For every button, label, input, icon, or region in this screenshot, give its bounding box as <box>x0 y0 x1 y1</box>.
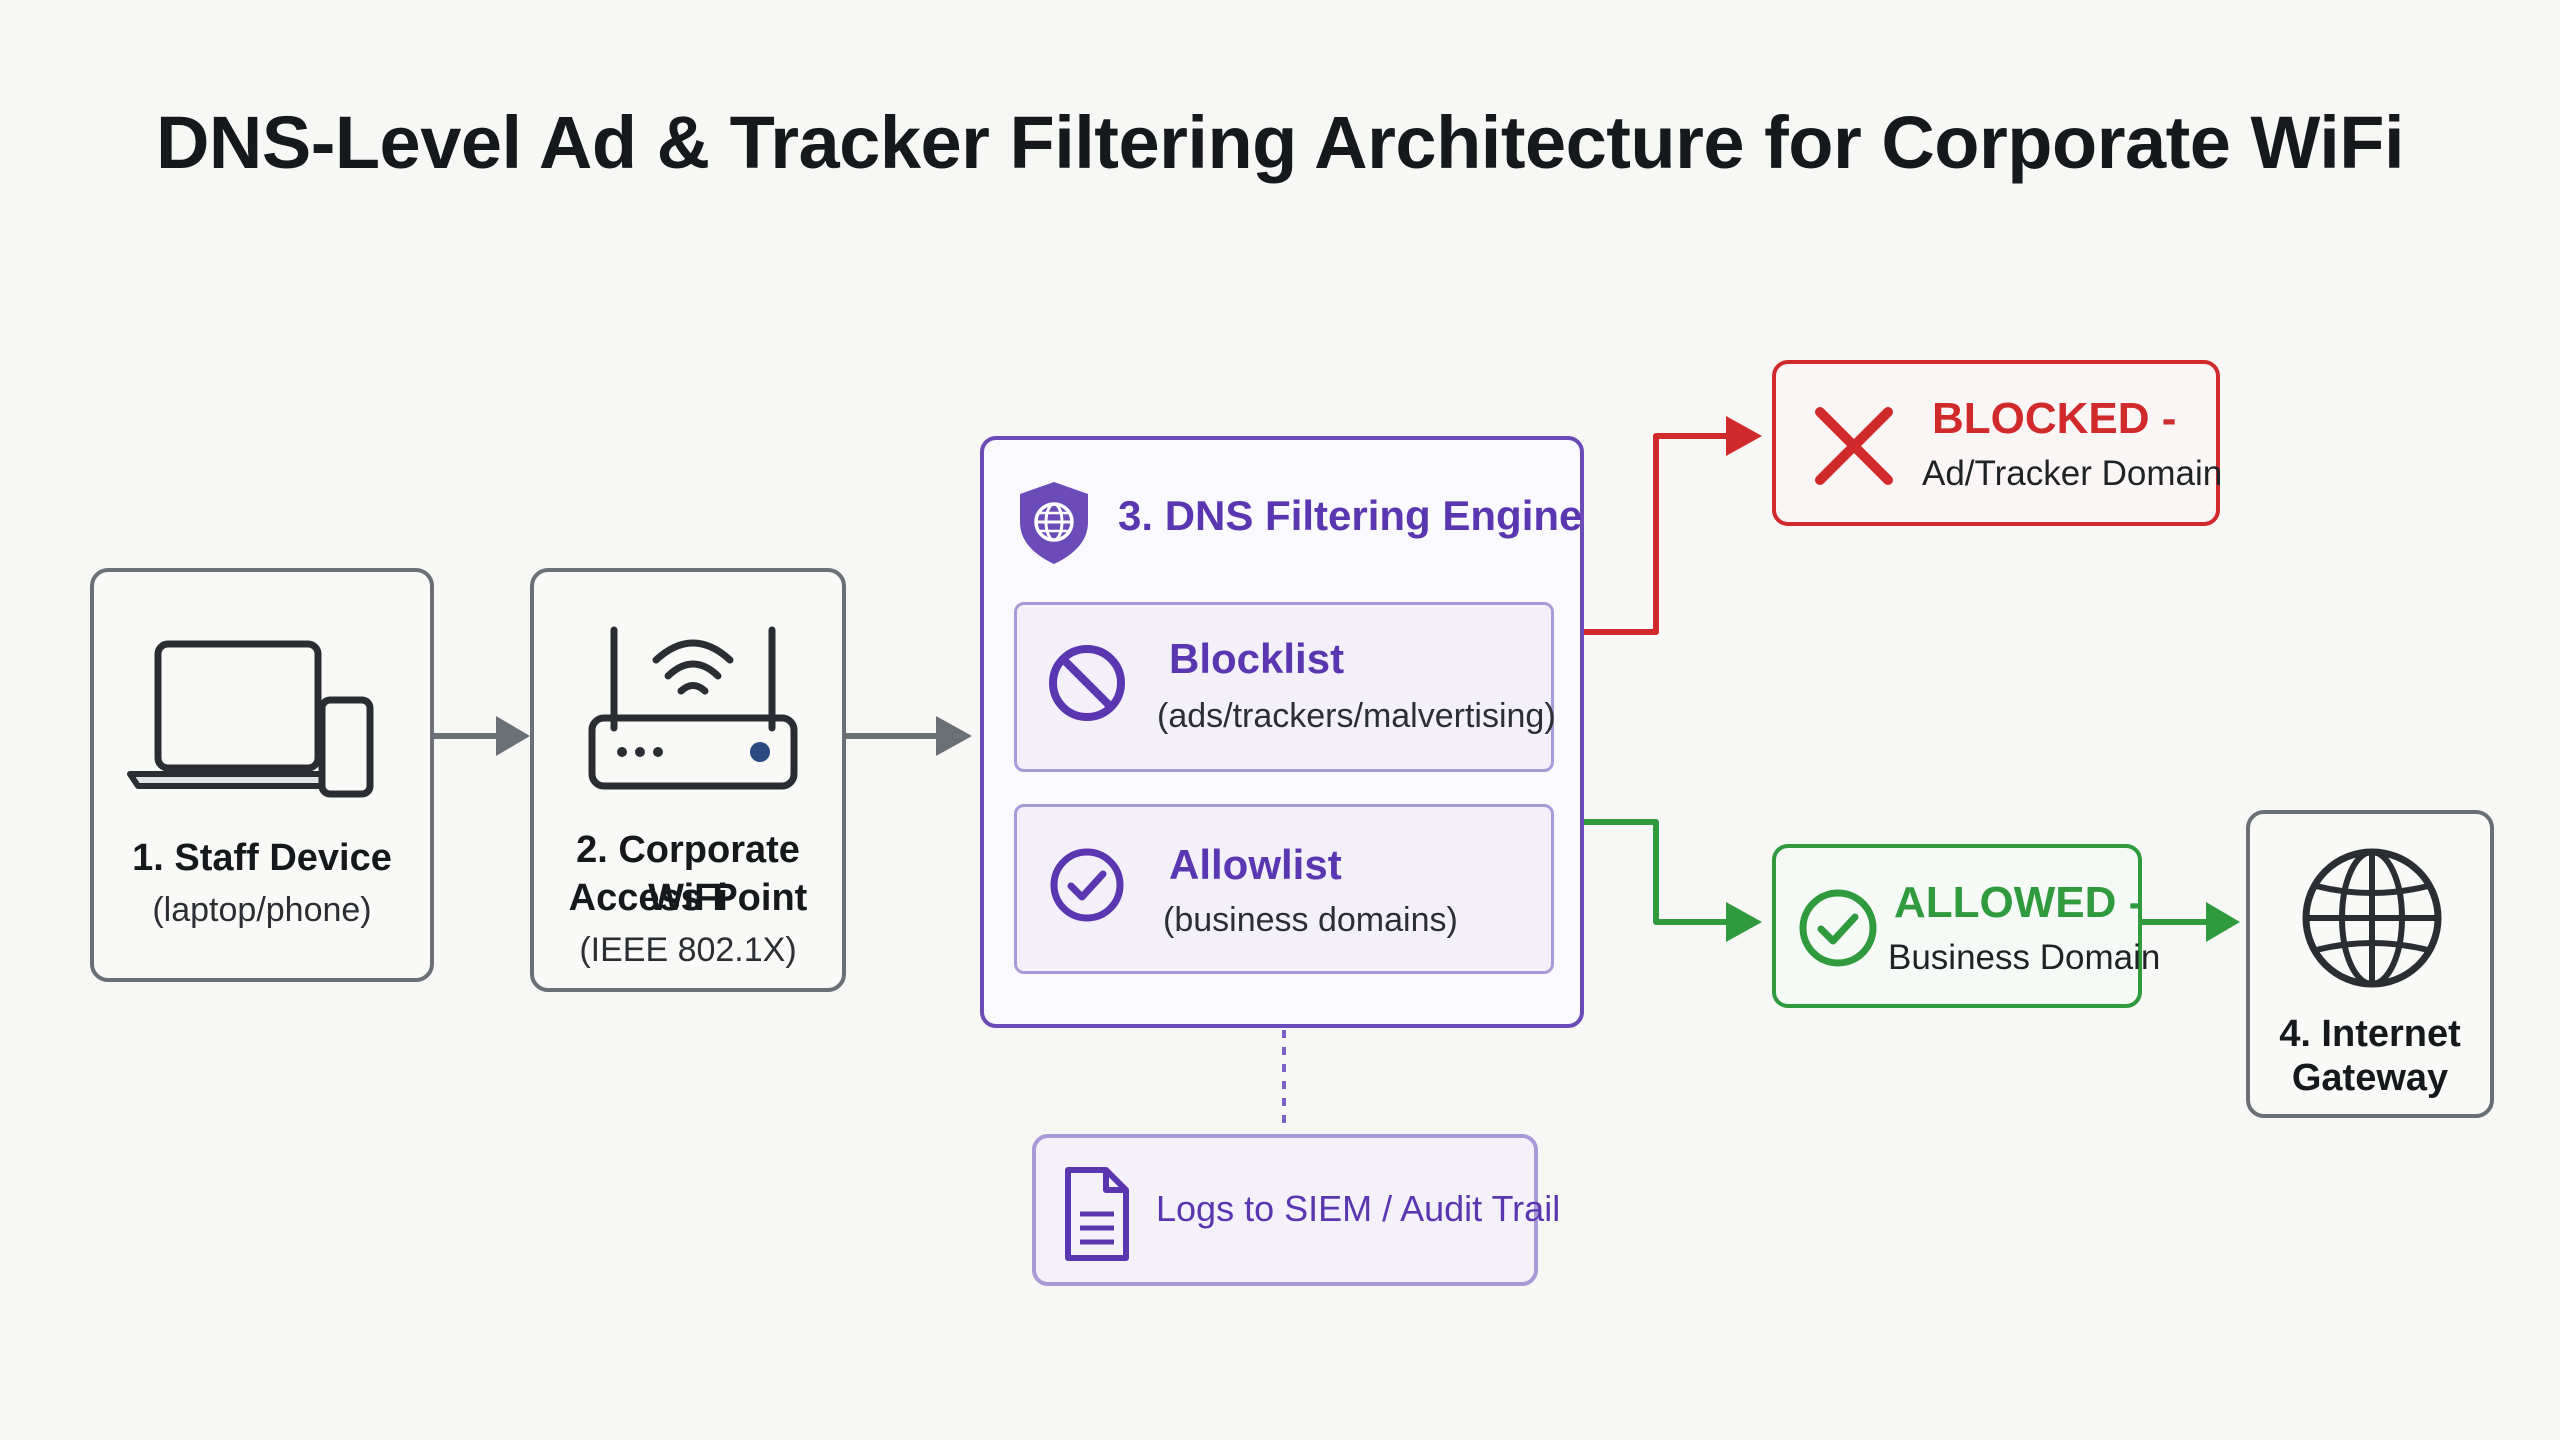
blocked-label: BLOCKED - <box>1932 394 2177 443</box>
node-internet-gateway: 4. Internet Gateway <box>2246 810 2494 1118</box>
access-point-label-line1: 2. Corporate WiFi <box>576 829 800 919</box>
access-point-label-line2: Access Point <box>568 877 808 919</box>
gateway-label-line1: 4. Internet <box>2279 1013 2461 1055</box>
arrowhead-engine-to-allowed <box>1726 902 1762 942</box>
check-circle-icon <box>1050 848 1124 922</box>
allowed-sublabel: Business Domain <box>1888 938 2161 977</box>
node-dns-filtering-engine: 3. DNS Filtering Engine Blocklist (ads/t… <box>980 436 1584 1028</box>
arrowhead-engine-to-blocked <box>1726 416 1762 456</box>
shield-globe-icon <box>1020 482 1088 564</box>
allowlist-panel: Allowlist (business domains) <box>1014 804 1554 974</box>
allowed-label: ALLOWED - <box>1894 878 2144 927</box>
blocklist-sublabel: (ads/trackers/malvertising) <box>1157 697 1556 735</box>
diagram-title: DNS-Level Ad & Tracker Filtering Archite… <box>155 101 2405 184</box>
staff-device-label: 1. Staff Device <box>132 837 392 879</box>
logs-label: Logs to SIEM / Audit Trail <box>1156 1188 1561 1229</box>
node-blocked: BLOCKED - Ad/Tracker Domain <box>1772 360 2223 526</box>
engine-title: 3. DNS Filtering Engine <box>1118 492 1583 539</box>
blocklist-panel: Blocklist (ads/trackers/malvertising) <box>1014 602 1556 772</box>
laptop-phone-icon <box>127 640 374 798</box>
node-allowed: ALLOWED - Business Domain <box>1772 844 2160 1008</box>
gateway-label-line2: Gateway <box>2291 1057 2449 1099</box>
arrow-engine-to-blocked <box>1584 433 1730 635</box>
access-point-sublabel: (IEEE 802.1X) <box>579 931 797 969</box>
arrowhead-ap-to-engine <box>936 716 972 756</box>
check-circle-icon <box>1799 889 1877 967</box>
staff-device-sublabel: (laptop/phone) <box>152 891 372 929</box>
arrowhead-device-to-ap <box>496 716 530 756</box>
prohibited-icon <box>1049 645 1125 721</box>
x-icon <box>1815 407 1893 485</box>
allowlist-label: Allowlist <box>1169 841 1342 888</box>
arrowhead-allowed-to-gateway <box>2206 902 2240 942</box>
globe-icon <box>2302 848 2442 988</box>
blocked-sublabel: Ad/Tracker Domain <box>1922 454 2223 493</box>
wifi-router-icon <box>588 626 798 790</box>
allowlist-sublabel: (business domains) <box>1163 901 1458 939</box>
blocklist-label: Blocklist <box>1169 635 1345 682</box>
node-staff-device: 1. Staff Device (laptop/phone) <box>90 568 434 982</box>
node-access-point: 2. Corporate WiFi Access Point (IEEE 802… <box>530 568 846 992</box>
node-logs: Logs to SIEM / Audit Trail <box>1032 1134 1560 1286</box>
arrow-engine-to-allowed <box>1584 819 1730 925</box>
document-icon <box>1065 1167 1129 1261</box>
